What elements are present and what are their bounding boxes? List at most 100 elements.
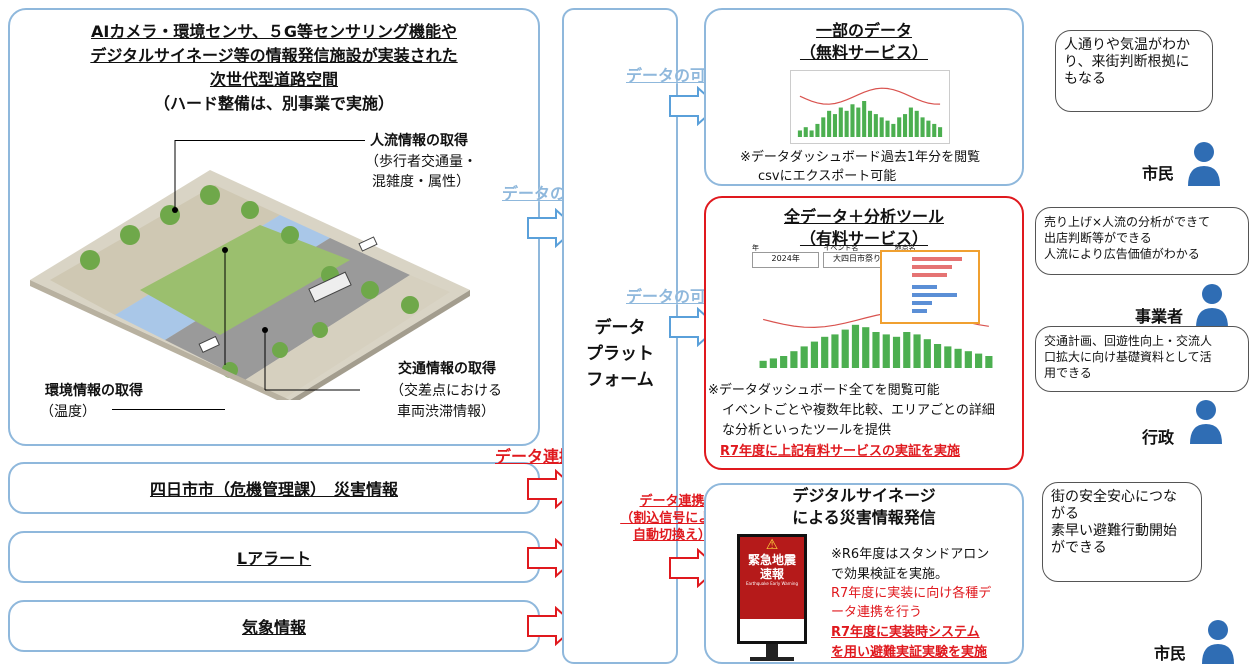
paid-header-labels: 年 イベント名 地点名 bbox=[752, 243, 962, 253]
screen-title-1: 緊急地震 bbox=[747, 553, 796, 567]
chart-bar bbox=[850, 104, 855, 137]
label-data-link: データ連携 bbox=[495, 447, 576, 466]
signage-title: デジタルサイネージ による災害情報発信 bbox=[704, 485, 1024, 529]
traffic-title: 交通情報の取得 bbox=[398, 361, 496, 377]
chart-bar bbox=[902, 114, 908, 137]
chart-bar bbox=[867, 110, 873, 137]
paid-note-1: ※データダッシュボード全てを閲覧可能 bbox=[708, 383, 940, 398]
chart-bar bbox=[938, 127, 943, 137]
free-note-2: csvにエクスポート可能 bbox=[758, 169, 897, 184]
source-disaster-label: 四日市市（危機管理課） 災害情報 bbox=[149, 480, 398, 499]
chart-bar bbox=[873, 114, 878, 137]
chart-bar bbox=[780, 356, 788, 368]
chart-bar bbox=[809, 130, 814, 137]
source-l-alert-label: Lアラート bbox=[236, 549, 312, 568]
voice-bubble-citizen-1: 人通りや気温がわか り、来街判断根拠に もなる bbox=[1055, 30, 1213, 112]
platform-line-2: プラット bbox=[586, 344, 654, 364]
signage-title-2: による災害情報発信 bbox=[792, 508, 936, 527]
paid-header-label-year: 年 bbox=[752, 244, 759, 252]
source-weather-label: 気象情報 bbox=[241, 618, 306, 637]
chart-line bbox=[799, 87, 941, 105]
people-flow-detail-2: 混雑度・属性） bbox=[372, 174, 470, 190]
chart-bar bbox=[882, 334, 890, 368]
voice4-line-3: 素早い避難行動開始 bbox=[1051, 523, 1177, 539]
chart-bar bbox=[975, 353, 983, 368]
voice2-line-1: 売り上げ×人流の分析ができて bbox=[1044, 215, 1211, 229]
role-government: 行政 bbox=[1142, 428, 1175, 447]
signage-screen: ⚠ 緊急地震 速報 Earthquake Early Warning bbox=[737, 534, 807, 644]
people-flow-title: 人流情報の取得 bbox=[370, 133, 468, 149]
signage-title-1: デジタルサイネージ bbox=[792, 486, 936, 505]
paid-title-line: 全データ＋分析ツール bbox=[783, 207, 944, 226]
voice-bubble-business: 売り上げ×人流の分析ができて 出店判断等ができる 人流により広告価値がわかる bbox=[1035, 207, 1249, 275]
chart-bar bbox=[769, 358, 777, 368]
source-disaster-info: 四日市市（危機管理課） 災害情報 bbox=[8, 462, 540, 514]
voice-bubble-citizen-2: 街の安全安心につな がる 素早い避難行動開始 ができる bbox=[1042, 482, 1202, 582]
paid-subtitle: （有料サービス） bbox=[799, 229, 928, 248]
role-citizen-1: 市民 bbox=[1142, 164, 1175, 183]
chart-bar bbox=[914, 110, 919, 137]
voice4-line-2: がる bbox=[1051, 506, 1079, 522]
person-icon bbox=[1190, 400, 1222, 444]
chart-bar bbox=[964, 351, 972, 368]
chart-bar bbox=[800, 346, 808, 368]
paid-note-2: イベントごとや複数年比較、エリアごとの詳細 bbox=[722, 403, 995, 418]
free-note-1: ※データダッシュボード過去1年分を閲覧 bbox=[740, 150, 981, 165]
role-business: 事業者 bbox=[1135, 307, 1184, 326]
env-callout-line bbox=[112, 409, 225, 410]
paid-note-3: な分析といったツールを提供 bbox=[722, 423, 892, 438]
screen-bottom-band bbox=[740, 619, 804, 641]
signage-red-1: R7年度に実装に向け各種デ bbox=[831, 586, 992, 601]
infra-title-line-1: AIカメラ・環境センサ、５G等センサリング機能や bbox=[90, 22, 458, 41]
chart-bar bbox=[821, 117, 826, 137]
free-dashboard-chart bbox=[790, 70, 950, 144]
signage-stand bbox=[766, 644, 778, 658]
chart-bar bbox=[885, 120, 890, 137]
free-title: 一部のデータ （無料サービス） bbox=[704, 20, 1024, 64]
chart-bar bbox=[790, 351, 798, 368]
chart-bar bbox=[879, 117, 884, 137]
voice3-line-2: 口拡大に向け基礎資料として活 bbox=[1044, 350, 1212, 364]
chart-bar bbox=[815, 123, 820, 137]
paid-ranking-chart bbox=[880, 250, 980, 324]
chart-bar bbox=[923, 339, 931, 368]
env-detail: （温度） bbox=[40, 404, 96, 420]
chart-bar bbox=[821, 336, 829, 368]
chart-bar bbox=[926, 120, 931, 137]
voice4-line-4: ができる bbox=[1051, 540, 1107, 556]
people-flow-detail-1: （歩行者交通量・ bbox=[365, 154, 477, 170]
voice4-line-1: 街の安全安心につな bbox=[1051, 489, 1177, 505]
signage-note-2: で効果検証を実施。 bbox=[831, 567, 949, 582]
voice2-line-2: 出店判断等ができる bbox=[1044, 231, 1152, 245]
infra-subtitle: （ハード整備は、別事業で実施） bbox=[153, 94, 394, 113]
paid-title: 全データ＋分析ツール （有料サービス） bbox=[704, 206, 1024, 250]
interrupt-line-3: 自動切換え） bbox=[632, 528, 711, 543]
signage-base bbox=[750, 657, 794, 661]
person-icon bbox=[1196, 284, 1228, 328]
paid-note-red: R7年度に上記有料サービスの実証を実施 bbox=[720, 444, 961, 459]
chart-bar bbox=[832, 114, 838, 137]
platform-label: データ プラット フォーム bbox=[562, 315, 678, 393]
chart-bar bbox=[913, 334, 921, 368]
source-l-alert: Lアラート bbox=[8, 531, 540, 583]
free-title-line: 一部のデータ bbox=[815, 21, 912, 40]
voice3-line-3: 用できる bbox=[1044, 366, 1092, 380]
chart-bar bbox=[856, 107, 861, 137]
signage-red-4: を用い避難実証実験を実施 bbox=[831, 645, 988, 660]
infra-title-line-2: デジタルサイネージ等の情報発信施設が実装された bbox=[90, 46, 458, 65]
chart-bar bbox=[803, 127, 808, 137]
chart-bar bbox=[831, 334, 839, 368]
infra-title-line-3: 次世代型道路空間 bbox=[209, 70, 338, 89]
voice1-line-2: り、来街判断根拠に bbox=[1064, 54, 1190, 70]
screen-title-2: 速報 bbox=[759, 567, 784, 581]
chart-bar bbox=[862, 327, 870, 368]
label-interrupt-link: データ連携 （割込信号による 自動切換え） bbox=[612, 493, 732, 544]
road-illustration bbox=[30, 140, 470, 400]
data-platform-panel bbox=[562, 8, 678, 664]
env-title: 環境情報の取得 bbox=[45, 383, 143, 399]
signage-red-3: R7年度に実装時システム bbox=[831, 625, 980, 640]
chart-bar bbox=[827, 110, 832, 137]
chart-bar bbox=[841, 329, 849, 368]
chart-bar bbox=[892, 336, 901, 368]
chart-bar bbox=[920, 117, 925, 137]
